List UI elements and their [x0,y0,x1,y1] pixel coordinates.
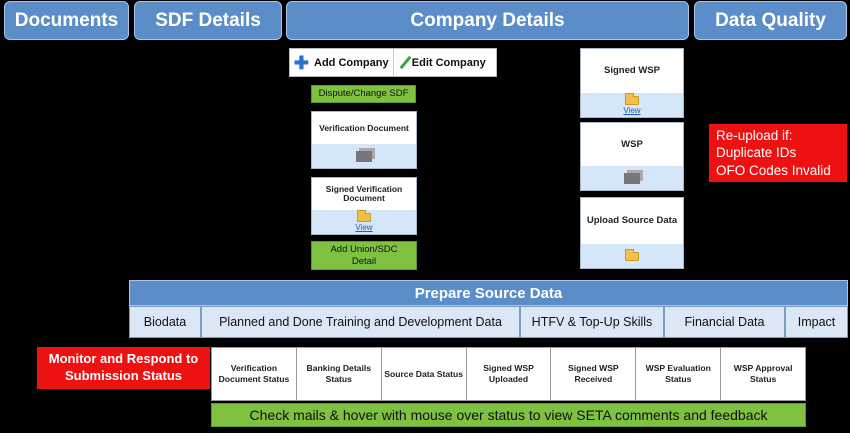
verification-document-card: Verification Document [311,111,417,169]
reupload-note: Re-upload if: Duplicate IDs OFO Codes In… [709,124,847,182]
verification-document-label: Verification Document [319,122,409,133]
training-development-data-item[interactable]: Planned and Done Training and Developmen… [201,306,520,338]
signed-verification-document-label: Signed Verification Document [325,184,403,203]
add-union-sdc-detail-button[interactable]: Add Union/SDC Detail [311,241,417,270]
document-icon [624,172,640,184]
edit-company-button[interactable]: Edit Company [392,49,497,76]
wsp-approval-status[interactable]: WSP Approval Status [720,348,805,400]
edit-company-label: Edit Company [411,56,486,69]
document-icon [356,150,372,162]
company-toolbar: ✚ Add Company Edit Company [289,48,497,77]
tab-company-details[interactable]: Company Details [286,1,689,40]
add-company-label: Add Company [314,56,389,69]
signed-wsp-uploaded-status[interactable]: Signed WSP Uploaded [465,348,551,400]
pencil-icon [399,55,412,70]
wsp-download[interactable] [581,166,683,190]
upload-source-data-card: Upload Source Data [580,197,684,269]
signed-wsp-label: Signed WSP [604,65,660,77]
htfv-top-up-skills-item[interactable]: HTFV & Top-Up Skills [520,306,664,338]
view-link[interactable]: View [355,222,373,232]
wsp-card: WSP [580,122,684,191]
prepare-source-data-items: Biodata Planned and Done Training and De… [129,306,848,338]
tab-sdf-details[interactable]: SDF Details [134,1,282,40]
signed-verification-document-view[interactable]: View [312,209,416,234]
financial-data-item[interactable]: Financial Data [664,306,785,338]
add-company-button[interactable]: ✚ Add Company [290,49,393,76]
banking-details-status[interactable]: Banking Details Status [295,348,381,400]
dispute-change-sdf-button[interactable]: Dispute/Change SDF [311,85,416,103]
reupload-note-line2: Duplicate IDs [716,145,797,161]
check-mails-note: Check mails & hover with mouse over stat… [211,403,806,427]
reupload-note-line1: Re-upload if: [716,128,793,143]
folder-icon [357,209,371,222]
signed-wsp-view[interactable]: View [581,92,683,117]
submission-status-bar: Verification Document Status Banking Det… [211,347,806,401]
folder-icon [625,92,639,105]
view-link[interactable]: View [623,105,641,115]
biodata-item[interactable]: Biodata [129,306,201,338]
impact-item[interactable]: Impact [785,306,848,338]
monitor-submission-status-label: Monitor and Respond to Submission Status [37,347,210,389]
folder-icon [625,248,639,261]
wsp-label: WSP [621,138,643,150]
upload-source-data-button[interactable] [581,244,683,268]
tab-documents[interactable]: Documents [4,1,129,40]
verification-document-status[interactable]: Verification Document Status [218,363,290,384]
wsp-evaluation-status[interactable]: WSP Evaluation Status [635,348,720,400]
plus-icon: ✚ [293,52,310,73]
upload-source-data-label: Upload Source Data [586,215,678,227]
source-data-status[interactable]: Source Data Status [380,348,466,400]
signed-wsp-received-status[interactable]: Signed WSP Received [550,348,635,400]
tab-data-quality[interactable]: Data Quality [694,1,847,40]
signed-wsp-card: Signed WSP View [580,48,684,118]
prepare-source-data-header: Prepare Source Data [129,280,848,306]
reupload-note-line3: OFO Codes Invalid [716,162,831,178]
signed-verification-document-card: Signed Verification Document View [311,177,417,235]
verification-document-download[interactable] [312,144,416,168]
